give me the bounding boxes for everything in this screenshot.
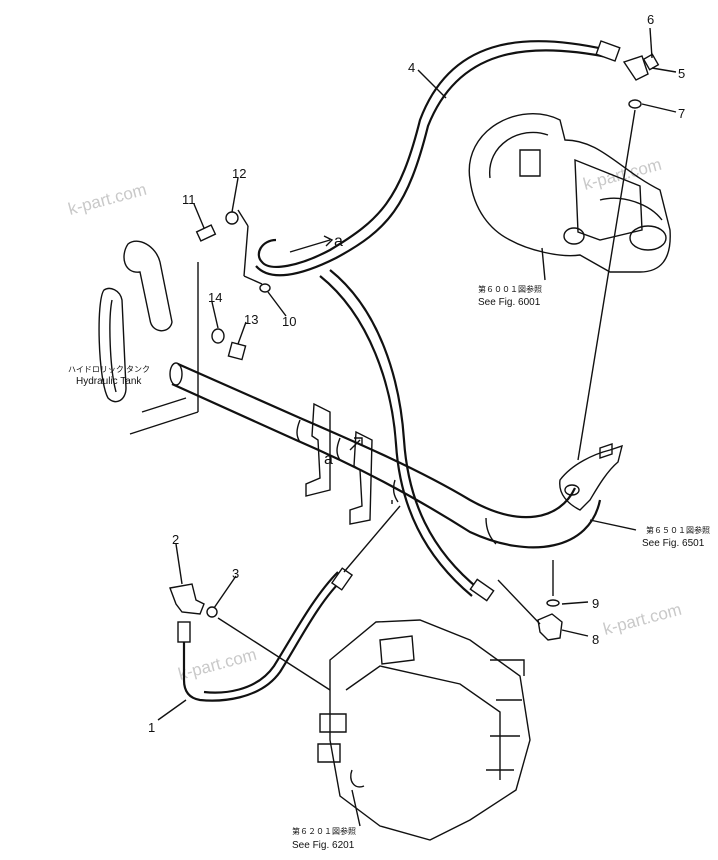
arrow-a-bottom — [349, 437, 363, 451]
leader-lines — [157, 27, 677, 827]
control-valve — [317, 619, 531, 841]
ref-6001-label: See Fig. 6001 — [478, 297, 541, 308]
ref-6001-jp-label: 第６００１図参照 — [478, 284, 542, 294]
o-ring-3 — [206, 606, 218, 618]
part-number-3: 3 — [232, 566, 239, 581]
arrow-a-top — [289, 235, 334, 253]
part-number-9: 9 — [592, 596, 599, 611]
hydraulic-tank-label: Hydraulic Tank — [76, 376, 142, 387]
watermark: k-part.com — [176, 645, 258, 684]
part-number-8: 8 — [592, 632, 599, 647]
o-ring-9 — [546, 599, 560, 607]
part-number-13: 13 — [244, 312, 258, 327]
pipe-bracket — [305, 402, 623, 525]
part-number-1: 1 — [148, 720, 155, 735]
hydraulic-tank-jp-label: ハイドロリック タンク — [68, 365, 150, 374]
nut-13 — [227, 341, 247, 361]
plug-14 — [211, 328, 225, 344]
part-number-14: 14 — [208, 290, 222, 305]
elbow-fitting-2 — [169, 583, 205, 615]
part-number-4: 4 — [408, 60, 415, 75]
part-number-12: 12 — [232, 166, 246, 181]
part-number-6: 6 — [647, 12, 654, 27]
part-number-5: 5 — [678, 66, 685, 81]
elbow-fitting-5 — [622, 53, 660, 81]
ref-6501-label: See Fig. 6501 — [642, 538, 705, 549]
hose-pressure — [319, 269, 495, 602]
marker-a-bottom: a — [324, 451, 333, 468]
o-ring-7 — [628, 99, 642, 109]
hose-1 — [177, 567, 354, 702]
suction-pipe — [169, 362, 602, 549]
ref-6201-label: See Fig. 6201 — [292, 840, 355, 851]
part-number-2: 2 — [172, 532, 179, 547]
ref-6501-jp-label: 第６５０１図参照 — [646, 525, 710, 535]
part-number-7: 7 — [678, 106, 685, 121]
part-number-10: 10 — [282, 314, 296, 329]
washer-12 — [225, 211, 239, 225]
marker-a-top: a — [334, 233, 343, 250]
watermark: k-part.com — [601, 600, 683, 639]
elbow-fitting-8 — [537, 613, 563, 641]
clamp-10 — [259, 283, 271, 293]
hydraulic-tank — [98, 240, 199, 435]
part-number-11: 11 — [182, 192, 196, 207]
main-pump — [468, 113, 671, 273]
ref-6201-jp-label: 第６２０１図参照 — [292, 826, 356, 836]
bolt-11 — [195, 224, 217, 242]
watermark: k-part.com — [66, 180, 148, 219]
hose-4 — [255, 40, 621, 277]
